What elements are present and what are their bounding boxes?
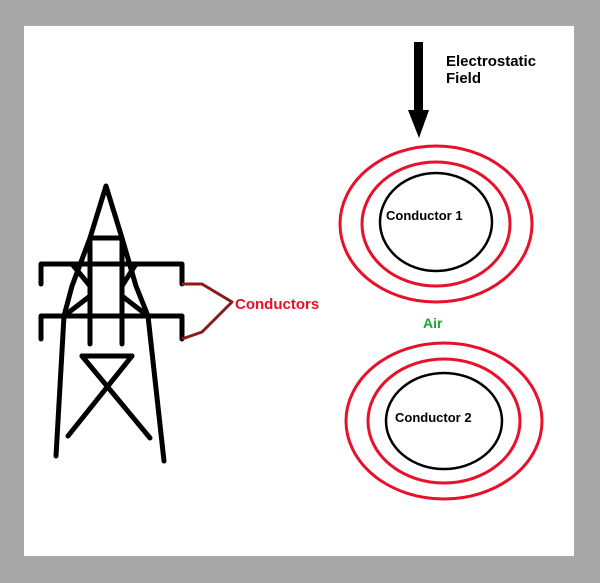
air-label: Air bbox=[423, 315, 443, 331]
tower-upper-arm bbox=[38, 261, 185, 277]
transmission-tower-icon bbox=[38, 183, 185, 464]
tower-brace-1 bbox=[79, 353, 153, 441]
conductor-1-group bbox=[338, 144, 534, 304]
conductor-2-circle bbox=[384, 371, 504, 471]
field-ring-inner-2 bbox=[366, 357, 522, 485]
field-label-line1: Electrostatic bbox=[446, 53, 537, 70]
tower-brace-2 bbox=[65, 353, 135, 439]
diagram-canvas: Electrostatic Field Conductor 1 Conducto… bbox=[24, 26, 574, 556]
field-label-line2: Field bbox=[446, 70, 482, 88]
tower-top bbox=[87, 183, 125, 241]
field-label: Electrostatic Field bbox=[446, 53, 536, 88]
tower-left-leg bbox=[53, 235, 93, 459]
conductor-1-circle bbox=[378, 171, 494, 273]
conductor-2-label: Conductor 2 bbox=[395, 410, 472, 425]
conductors-label: Conductors bbox=[235, 296, 320, 313]
diagram-svg bbox=[38, 42, 544, 501]
conductors-bracket bbox=[181, 282, 234, 341]
tower-right-leg bbox=[119, 235, 167, 464]
field-ring-inner-1 bbox=[360, 160, 512, 288]
down-arrow-icon bbox=[408, 42, 429, 138]
conductor-1-label: Conductor 1 bbox=[386, 208, 463, 223]
field-ring-outer-2 bbox=[344, 341, 544, 501]
tower-lower-arm bbox=[38, 313, 185, 331]
conductor-2-group bbox=[344, 341, 544, 501]
field-ring-outer-1 bbox=[338, 144, 534, 304]
